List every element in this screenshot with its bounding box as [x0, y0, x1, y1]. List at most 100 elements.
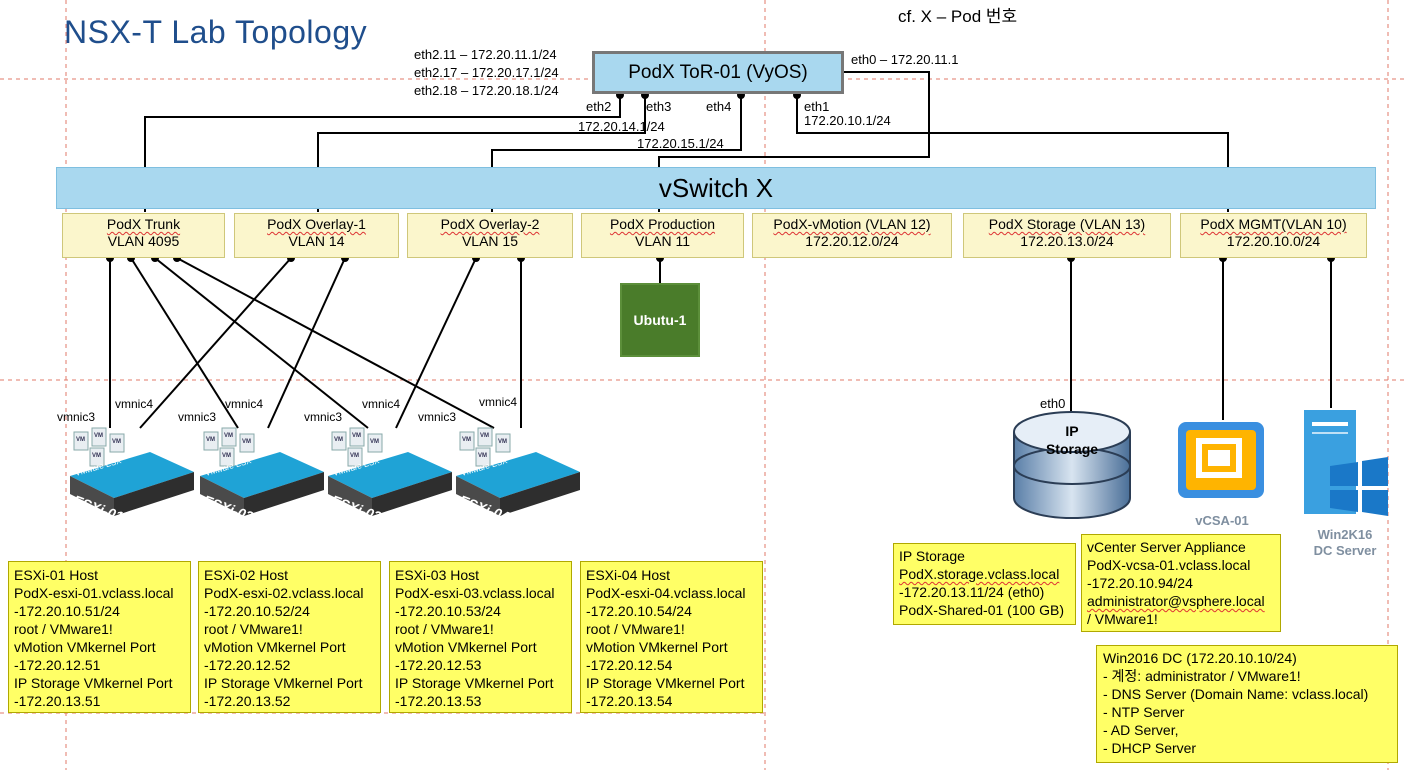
- vm-tag: VM: [222, 453, 231, 459]
- vcsa-icon[interactable]: [1176, 420, 1270, 510]
- vm-tag: VM: [76, 437, 85, 443]
- esxi-03-server-icon[interactable]: VM VM VM VM VMware ESX ESXi-03: [324, 418, 454, 524]
- win-line: - DHCP Server: [1103, 740, 1197, 756]
- storage-line: PodX-Shared-01 (100 GB): [899, 602, 1064, 618]
- esxi-02-server-icon[interactable]: VM VM VM VM VMware ESX ESXi-02: [196, 418, 326, 524]
- portgroup-production[interactable]: PodX Production VLAN 11: [581, 213, 744, 258]
- vm-tag: VM: [206, 437, 215, 443]
- storage-line: IP Storage: [899, 548, 965, 564]
- portgroup-name: PodX Storage (VLAN 13): [988, 216, 1146, 232]
- storage-eth0-label: eth0: [1040, 396, 1066, 411]
- portgroup-vlan: VLAN 4095: [107, 233, 180, 249]
- host-line: root / VMware1!: [586, 621, 685, 637]
- portgroup-name: PodX Overlay-1: [267, 216, 366, 232]
- storage-icon-line2: Storage: [1046, 441, 1098, 457]
- esxi-04-vmnic4: vmnic4: [479, 395, 518, 409]
- win-line: - NTP Server: [1103, 704, 1185, 720]
- pod-number-note: cf. X – Pod 번호: [898, 7, 1018, 26]
- eth2-subif-17: eth2.17 – 172.20.17.1/24: [414, 65, 559, 80]
- vcsa-line: administrator@vsphere.local: [1087, 593, 1265, 609]
- vm-tag: VM: [352, 433, 361, 439]
- esxi-02-info-box: ESXi-02 Host PodX-esxi-02.vclass.local -…: [198, 561, 381, 713]
- portgroup-storage[interactable]: PodX Storage (VLAN 13) 172.20.13.0/24: [963, 213, 1171, 258]
- eth2-label: eth2: [586, 99, 612, 114]
- host-line: -172.20.10.53/24: [395, 603, 501, 619]
- portgroup-overlay-2[interactable]: PodX Overlay-2 VLAN 15: [407, 213, 573, 258]
- eth2-subif-11: eth2.11 – 172.20.11.1/24: [414, 47, 557, 62]
- host-line: ESXi-02 Host: [204, 567, 289, 583]
- host-line: PodX-esxi-01.vclass.local: [14, 585, 174, 601]
- eth0-label: eth0 – 172.20.11.1: [851, 52, 959, 67]
- portgroup-vlan: VLAN 11: [635, 233, 690, 249]
- win-caption-line1: Win2K16: [1317, 527, 1373, 542]
- vm-tag: VM: [480, 433, 489, 439]
- portgroup-name: PodX Trunk: [106, 216, 181, 232]
- storage-info-box: IP Storage PodX.storage.vclass.local -17…: [893, 543, 1076, 625]
- ubuntu-vm[interactable]: Ubutu-1: [620, 283, 700, 357]
- tor-router-box[interactable]: PodX ToR-01 (VyOS): [592, 51, 844, 94]
- host-line: IP Storage VMkernel Port: [14, 675, 173, 691]
- vm-tag: VM: [334, 437, 343, 443]
- page-title: NSX-T Lab Topology: [64, 14, 368, 50]
- host-line: vMotion VMkernel Port: [204, 639, 346, 655]
- esxi-04-vmnic3: vmnic3: [418, 410, 457, 424]
- storage-icon-line1: IP: [1065, 423, 1078, 439]
- host-line: -172.20.12.54: [586, 657, 673, 673]
- storage-database-icon[interactable]: IP Storage: [1012, 410, 1132, 522]
- vswitch-bar[interactable]: vSwitch X: [56, 167, 1376, 209]
- portgroup-vlan: VLAN 15: [461, 233, 519, 249]
- esxi-04-info-box: ESXi-04 Host PodX-esxi-04.vclass.local -…: [580, 561, 763, 713]
- host-line: -172.20.12.51: [14, 657, 101, 673]
- host-line: -172.20.10.51/24: [14, 603, 120, 619]
- portgroup-trunk[interactable]: PodX Trunk VLAN 4095: [62, 213, 225, 258]
- esxi-01-server-icon[interactable]: VM VM VM VM VMware ESX ESXi-01: [66, 418, 196, 524]
- host-line: vMotion VMkernel Port: [586, 639, 728, 655]
- portgroup-mgmt[interactable]: PodX MGMT(VLAN 10) 172.20.10.0/24: [1180, 213, 1367, 258]
- vm-tag: VM: [94, 433, 103, 439]
- storage-line: PodX.storage.vclass.local: [899, 566, 1060, 582]
- host-line: -172.20.10.52/24: [204, 603, 310, 619]
- win-line: - DNS Server (Domain Name: vclass.local): [1103, 686, 1369, 702]
- host-line: -172.20.10.54/24: [586, 603, 692, 619]
- portgroup-vmotion[interactable]: PodX-vMotion (VLAN 12) 172.20.12.0/24: [752, 213, 952, 258]
- eth3-label: eth3: [646, 99, 672, 114]
- eth1-label: eth1: [804, 99, 830, 114]
- windows-server-icon[interactable]: [1300, 406, 1392, 518]
- esxi-01-vmnic4: vmnic4: [115, 397, 154, 411]
- esxi-03-info-box: ESXi-03 Host PodX-esxi-03.vclass.local -…: [389, 561, 572, 713]
- portgroup-vlan: 172.20.12.0/24: [805, 233, 899, 249]
- host-line: ESXi-01 Host: [14, 567, 99, 583]
- win-dc-info-box: Win2016 DC (172.20.10.10/24) - 계정: admin…: [1096, 645, 1398, 763]
- vm-tag: VM: [478, 453, 487, 459]
- vm-tag: VM: [370, 439, 379, 445]
- portgroup-name: PodX Overlay-2: [440, 216, 540, 232]
- vm-tag: VM: [112, 439, 121, 445]
- host-line: -172.20.13.54: [586, 693, 673, 709]
- portgroup-overlay-1[interactable]: PodX Overlay-1 VLAN 14: [234, 213, 399, 258]
- win-caption-line2: DC Server: [1313, 543, 1377, 558]
- host-line: -172.20.13.51: [14, 693, 101, 709]
- host-line: PodX-esxi-04.vclass.local: [586, 585, 746, 601]
- esxi-04-server-icon[interactable]: VM VM VM VM VMware ESX ESXi-04: [452, 418, 582, 524]
- portgroup-vlan: 172.20.10.0/24: [1226, 233, 1321, 249]
- host-line: IP Storage VMkernel Port: [586, 675, 745, 691]
- vm-tag: VM: [350, 453, 359, 459]
- win-line: Win2016 DC (172.20.10.10/24): [1103, 650, 1297, 666]
- host-line: -172.20.12.53: [395, 657, 482, 673]
- win-line: - AD Server,: [1103, 722, 1179, 738]
- portgroup-name: PodX-vMotion (VLAN 12): [773, 216, 931, 232]
- host-line: IP Storage VMkernel Port: [204, 675, 363, 691]
- eth3-ip-label: 172.20.14.1/24: [578, 119, 665, 134]
- ubuntu-vm-label: Ubutu-1: [633, 312, 687, 328]
- portgroup-vlan: VLAN 14: [288, 233, 345, 249]
- storage-line: -172.20.13.11/24 (eth0): [899, 584, 1045, 600]
- eth1-ip-label: 172.20.10.1/24: [804, 113, 891, 128]
- esxi-02-vmnic3: vmnic3: [178, 410, 217, 424]
- host-line: -172.20.13.52: [204, 693, 291, 709]
- vcsa-line: PodX-vcsa-01.vclass.local: [1087, 557, 1251, 573]
- host-line: -172.20.12.52: [204, 657, 291, 673]
- vcsa-line: vCenter Server Appliance: [1087, 539, 1246, 555]
- esxi-01-vmnic3: vmnic3: [57, 410, 96, 424]
- vcsa-line: / VMware1!: [1087, 611, 1158, 627]
